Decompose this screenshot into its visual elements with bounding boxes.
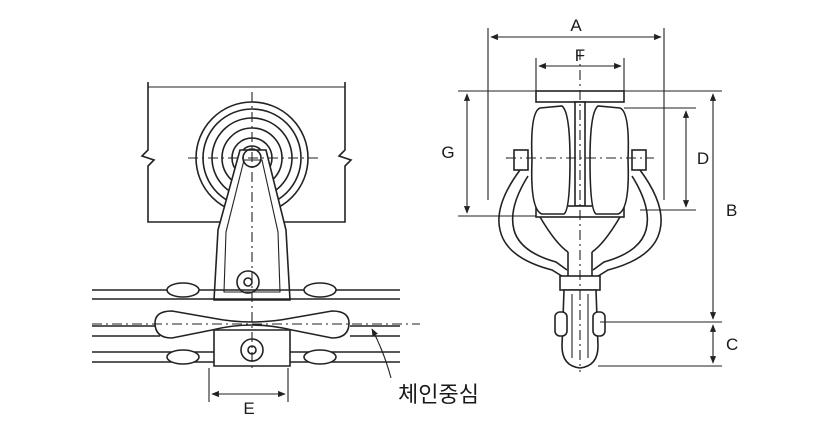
dimension-f: F [535,46,625,91]
label-e: E [243,399,254,418]
chain-attachment [554,275,606,369]
dimension-g: G [441,90,536,217]
dimension-c: C [598,324,738,367]
label-g: G [441,143,454,162]
hanger-plate [213,148,291,301]
yoke [498,169,662,280]
dimension-a: A [487,16,665,200]
label-b: B [726,201,737,220]
label-f: F [575,46,585,65]
wheels [513,105,647,215]
label-a: A [570,16,582,35]
dimension-b: B [600,90,737,323]
label-c: C [726,335,738,354]
dimension-d: D [624,107,709,211]
label-chain-center: 체인중심 [398,383,479,408]
label-d: D [697,149,709,168]
side-view: E 체인중심 [92,82,479,418]
front-view: A F G D B [441,16,738,372]
dimension-e: E [208,368,289,418]
chain-center-callout: 체인중심 [371,328,479,408]
